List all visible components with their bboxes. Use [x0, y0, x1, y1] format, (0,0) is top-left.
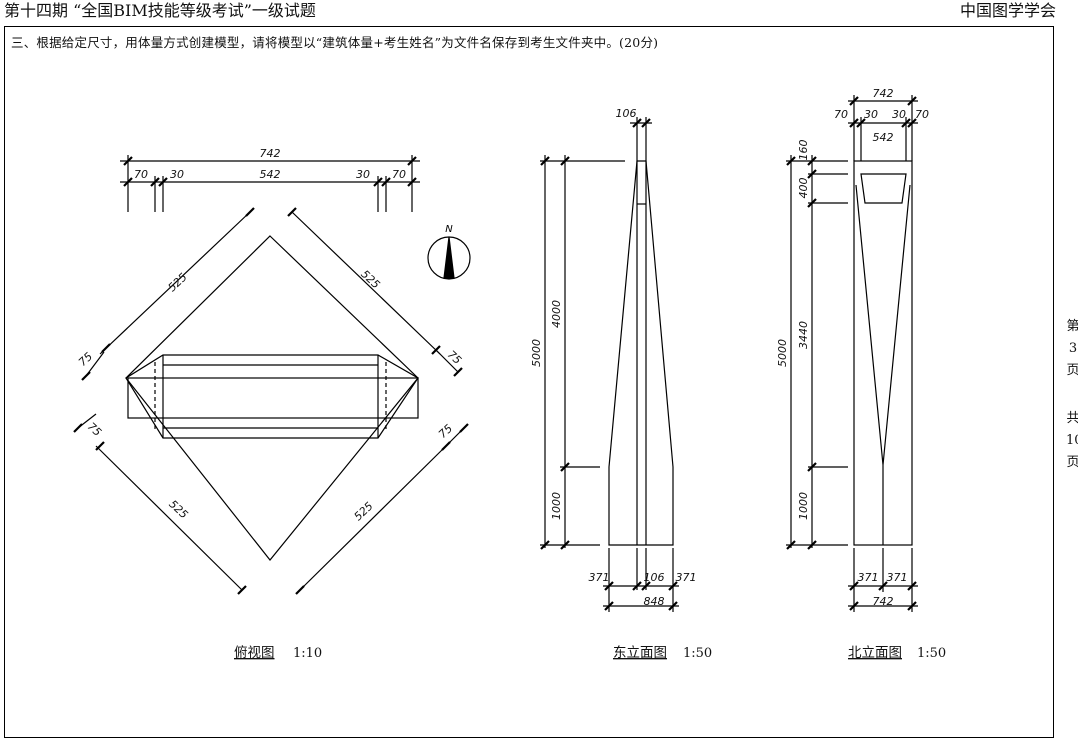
- dim-north-total: 5000: [776, 339, 789, 367]
- dim-plan-right-outer: 70: [392, 168, 406, 181]
- page-side-1: 第: [1066, 319, 1078, 334]
- dim-north-160: 160: [797, 140, 810, 161]
- dim-north-bl: 371: [858, 571, 879, 584]
- dim-north-tri: 30: [892, 108, 906, 121]
- dim-plan-off-ru: 75: [445, 348, 464, 367]
- plan-scale: 1:10: [293, 646, 322, 661]
- north-scale: 1:50: [917, 646, 946, 661]
- dim-plan-off-rl: 75: [436, 422, 455, 441]
- plan-caption: 俯视图: [234, 645, 275, 661]
- dim-plan-diag-br: 525: [352, 500, 376, 524]
- page-side-6: 页: [1066, 455, 1078, 470]
- plan-view: [72, 155, 471, 596]
- east-outline: [608, 160, 674, 546]
- dim-north-tro: 70: [915, 108, 929, 121]
- dim-plan-left-inner: 30: [170, 168, 184, 181]
- dim-north-tlo: 70: [834, 108, 848, 121]
- dim-plan-diag-bl: 525: [166, 498, 190, 522]
- dim-north-mid: 542: [873, 131, 894, 144]
- north-view: [785, 95, 918, 612]
- east-scale: 1:50: [683, 646, 712, 661]
- dim-east-total-w: 848: [644, 595, 665, 608]
- dim-plan-diag-tr: 525: [358, 268, 382, 292]
- dim-east-lower: 1000: [550, 492, 563, 520]
- east-view: [539, 117, 679, 612]
- header-organization: 中国图学学会: [959, 1, 1056, 20]
- east-caption: 东立面图: [613, 645, 667, 661]
- plan-long-box: [125, 354, 419, 439]
- north-caption: 北立面图: [848, 645, 902, 661]
- dim-north-tli: 30: [864, 108, 878, 121]
- plan-diamond: [125, 235, 419, 561]
- page-side-4: 共: [1066, 411, 1078, 426]
- north-label: N: [445, 224, 453, 235]
- dim-plan-off-lu: 75: [76, 350, 95, 369]
- dim-plan-middle: 542: [260, 168, 281, 181]
- dim-east-br: 371: [676, 571, 697, 584]
- page-side-3: 页: [1066, 363, 1078, 378]
- dim-plan-diag-tl: 525: [166, 271, 190, 295]
- dim-north-br: 371: [887, 571, 908, 584]
- page-side-5: 10: [1066, 433, 1078, 448]
- dim-north-top-total: 742: [873, 87, 894, 100]
- east-view-text: 106 5000 4000 1000 371 106 371 848 东立面图 …: [530, 107, 712, 661]
- dim-east-bm: 106: [644, 571, 665, 584]
- dim-plan-right-inner: 30: [356, 168, 370, 181]
- question-text: 三、根据给定尺寸，用体量方式创建模型，请将模型以“建筑体量+考生姓名”为文件名保…: [11, 35, 659, 50]
- dim-plan-overall: 742: [260, 147, 281, 160]
- dim-east-total: 5000: [530, 339, 543, 367]
- dim-plan-left-outer: 70: [134, 168, 148, 181]
- dim-north-bottom-total: 742: [873, 595, 894, 608]
- dim-east-top: 106: [616, 107, 637, 120]
- north-view-text: 742 70 30 542 30 70 160 400 5000 3440 10…: [776, 87, 946, 661]
- plan-view-text: 742 70 30 542 30 70 525 525 525 525 75 7…: [76, 147, 464, 661]
- dim-north-400: 400: [797, 178, 810, 199]
- dim-plan-off-ll: 75: [85, 420, 104, 439]
- dim-north-mid-h: 3440: [797, 321, 810, 349]
- dim-east-bl: 371: [589, 571, 610, 584]
- dim-north-lower: 1000: [797, 492, 810, 520]
- header-title: 第十四期 “全国BIM技能等级考试”一级试题: [4, 1, 316, 20]
- plan-inner-rect: [127, 377, 419, 419]
- dim-east-upper: 4000: [550, 300, 563, 328]
- page-side-2: 3: [1068, 341, 1078, 356]
